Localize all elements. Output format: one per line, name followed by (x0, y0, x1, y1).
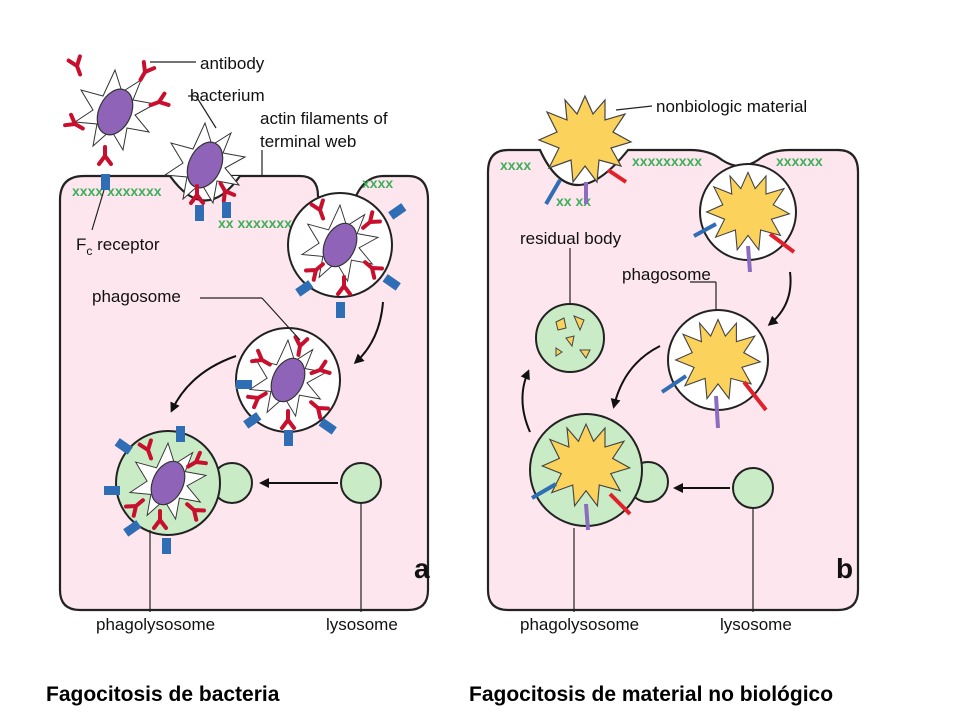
svg-text:xxxxxx: xxxxxx (776, 153, 823, 169)
bacterium-free (63, 54, 171, 166)
label-phagolysosome-a: phagolysosome (96, 615, 215, 634)
label-bacterium: bacterium (190, 86, 265, 105)
caption-bacteria: Fagocitosis de bacteria (46, 683, 280, 706)
svg-text:xxxxxxxxx: xxxxxxxxx (632, 153, 702, 169)
panel-letter-a: a (414, 553, 430, 584)
svg-text:xxxx: xxxx (362, 175, 393, 191)
label-actin-1: actin filaments of (260, 109, 388, 128)
arrow-b2 (610, 345, 661, 409)
arrow-a1 (353, 301, 384, 365)
particle-entering (538, 95, 632, 206)
label-nonbiologic: nonbiologic material (656, 97, 807, 116)
label-phagosome-a: phagosome (92, 287, 181, 306)
lysosome-a (340, 462, 382, 504)
phagosome-b1 (693, 163, 797, 273)
phagosome-b2 (660, 309, 769, 429)
actin-filaments-icon: xxxx xxxxxxx (72, 183, 162, 199)
label-phagolysosome-b: phagolysosome (520, 615, 639, 634)
svg-text:xx xx: xx xx (556, 193, 591, 209)
arrow-b4 (520, 369, 531, 433)
label-residual-body: residual body (520, 229, 622, 248)
phagosome-a2 (235, 327, 341, 446)
fc-receptor-icon (101, 174, 110, 190)
lysosome-b (732, 467, 774, 509)
label-phagosome-b: phagosome (622, 265, 711, 284)
panel-b: xxxx xx xx xxxxxxxxx xxxxxx (486, 95, 860, 634)
label-antibody: antibody (200, 54, 265, 73)
phagolysosome-a (104, 426, 253, 554)
label-fc-receptor: Fc receptor (76, 235, 160, 258)
label-actin-2: terminal web (260, 132, 356, 151)
panel-letter-b: b (836, 553, 853, 584)
label-lysosome-b: lysosome (720, 615, 792, 634)
actin-filaments-b-icon: xxxx (500, 157, 531, 173)
svg-text:xx xxxxxxx: xx xxxxxxx (218, 215, 292, 231)
panel-a: xxxx xxxxxxx xx xxxxxxx xxxx (58, 54, 430, 634)
phagosome-a1 (287, 192, 407, 318)
arrow-a2 (170, 355, 237, 413)
phagolysosome-b (529, 413, 669, 531)
label-lysosome-a: lysosome (326, 615, 398, 634)
residual-body (535, 303, 605, 373)
caption-nonbiologic: Fagocitosis de material no biológico (469, 683, 834, 706)
arrow-b1 (767, 271, 792, 326)
